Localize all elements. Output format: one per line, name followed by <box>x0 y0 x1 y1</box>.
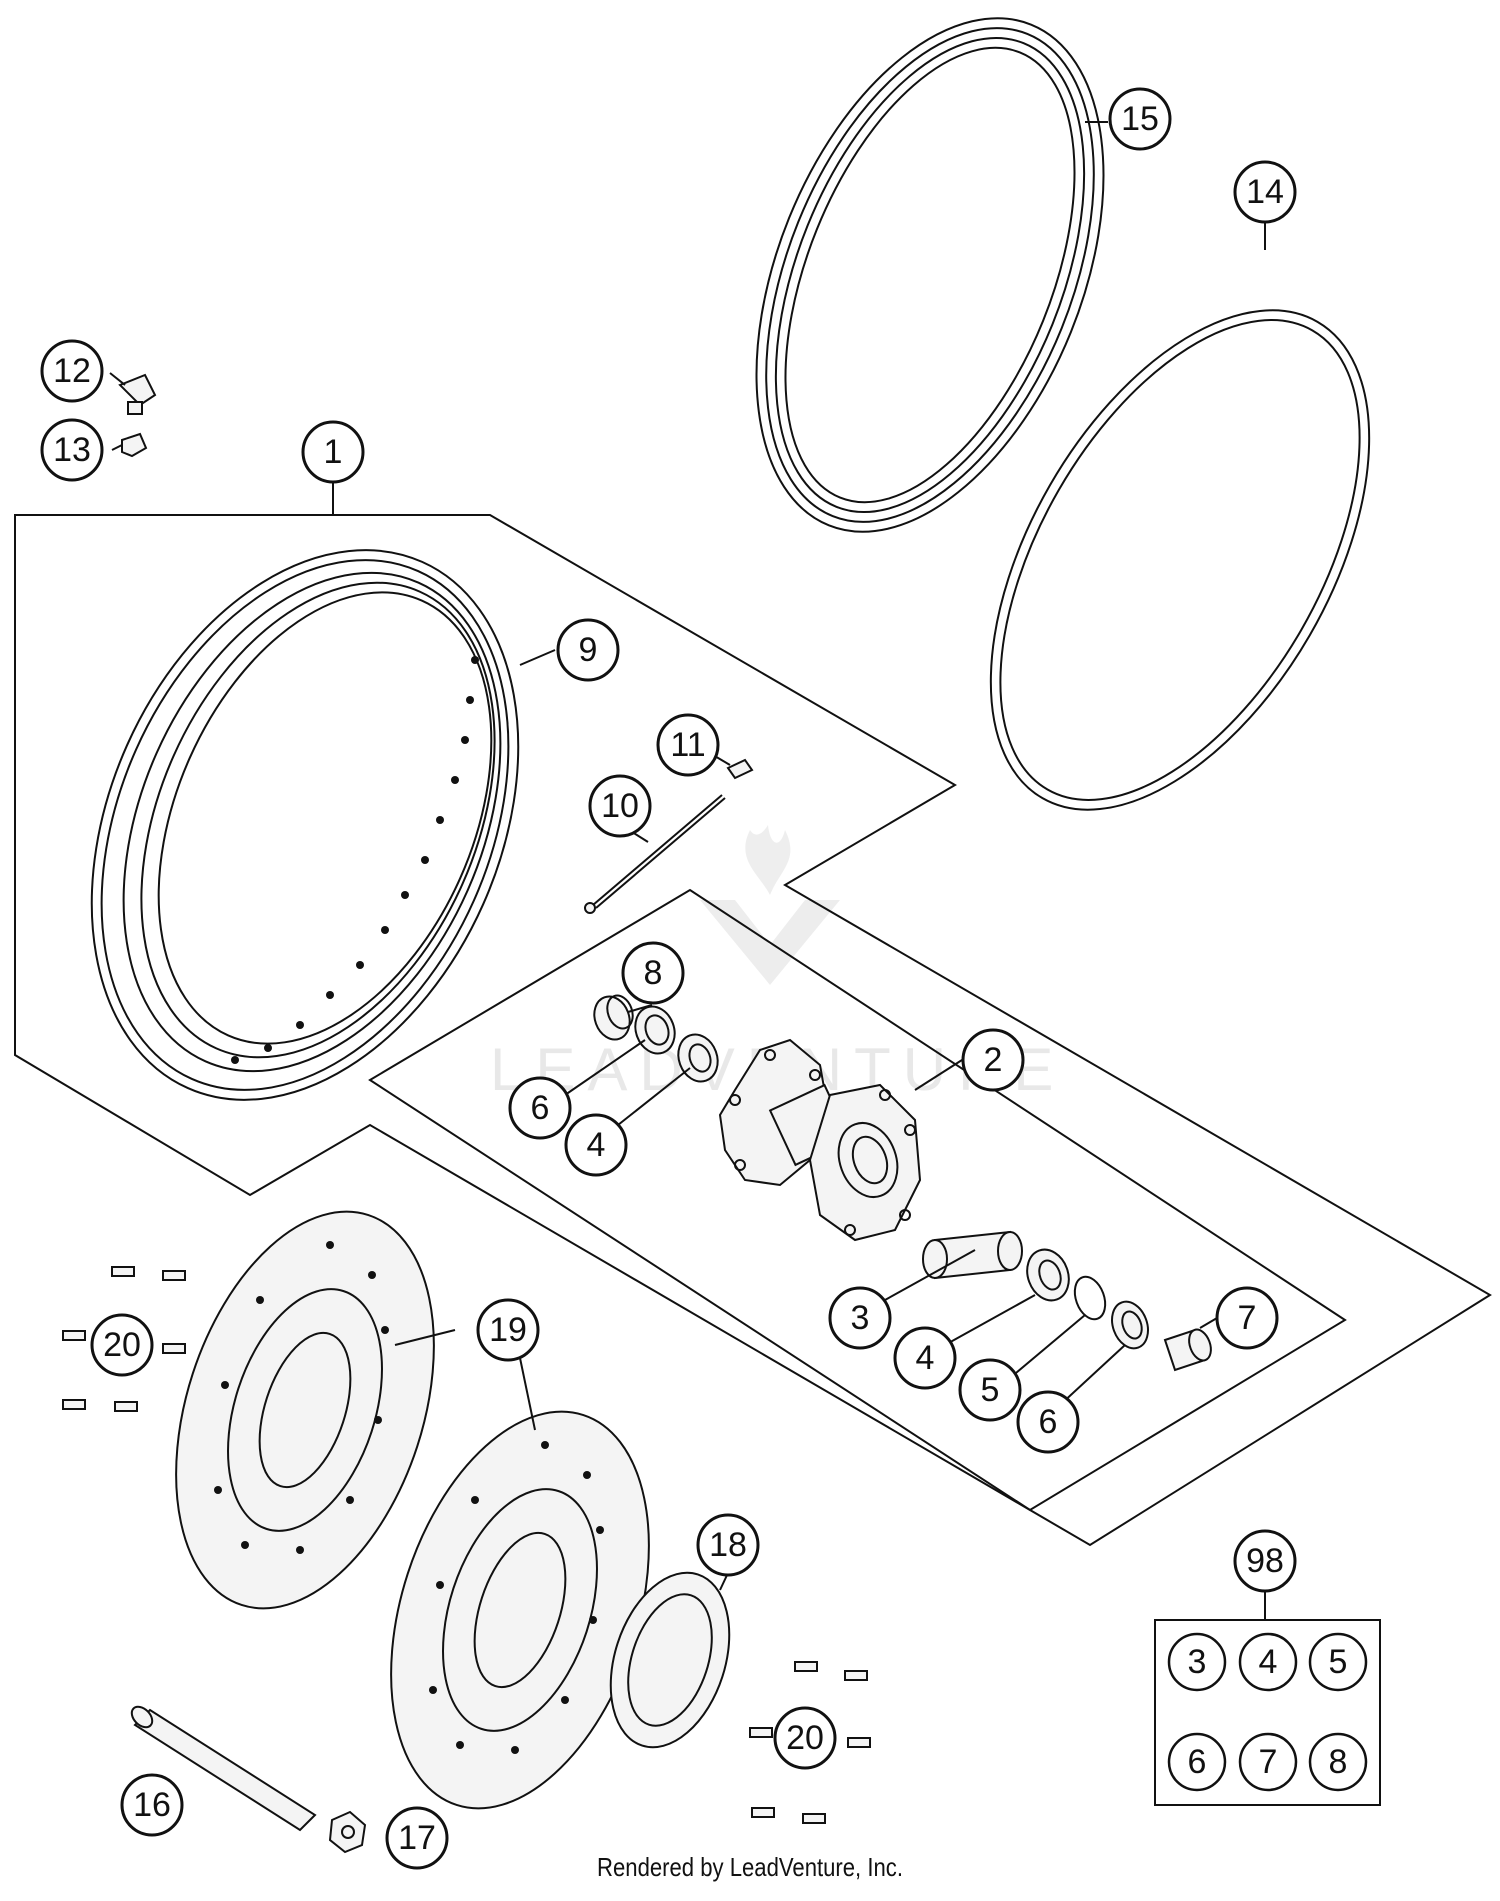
circlip <box>1073 1275 1107 1321</box>
footer-credit: Rendered by LeadVenture, Inc. <box>597 1852 903 1882</box>
svg-text:16: 16 <box>133 1786 171 1824</box>
callout-19: 19 <box>476 1298 540 1362</box>
callout-4-left: 4 <box>564 1113 628 1177</box>
svg-text:11: 11 <box>670 726 705 764</box>
callout-13: 13 <box>40 418 104 482</box>
callout-2: 2 <box>961 1028 1025 1092</box>
tyre <box>755 17 1105 533</box>
valve <box>118 373 157 415</box>
callout-6-left: 6 <box>508 1076 572 1140</box>
callout-4-right: 4 <box>893 1326 957 1390</box>
svg-text:4: 4 <box>1259 1643 1278 1681</box>
svg-text:20: 20 <box>786 1719 824 1757</box>
shaft-seal-right <box>1111 1300 1149 1350</box>
callout-17: 17 <box>385 1806 449 1870</box>
wheel-assembly-frame <box>14 514 1492 1547</box>
svg-text:18: 18 <box>709 1526 747 1564</box>
kit-item-6: 6 <box>1167 1732 1227 1792</box>
svg-text:13: 13 <box>53 431 91 469</box>
abs-sensor-ring <box>609 1571 731 1749</box>
callout-16: 16 <box>120 1773 184 1837</box>
svg-text:3: 3 <box>1188 1643 1207 1681</box>
callout-6-right: 6 <box>1016 1390 1080 1454</box>
callout-20-left: 20 <box>90 1313 154 1377</box>
hub-assembly-frame <box>368 888 1347 1512</box>
kit-frame <box>1154 1619 1381 1806</box>
svg-text:3: 3 <box>851 1299 870 1337</box>
callout-98: 98 <box>1233 1529 1297 1593</box>
svg-text:5: 5 <box>1329 1643 1348 1681</box>
svg-text:4: 4 <box>916 1339 935 1377</box>
svg-text:4: 4 <box>587 1126 606 1164</box>
rim <box>90 549 520 1101</box>
callout-5: 5 <box>958 1358 1022 1422</box>
svg-text:7: 7 <box>1238 1299 1257 1337</box>
svg-text:20: 20 <box>103 1326 141 1364</box>
svg-text:9: 9 <box>579 631 598 669</box>
disc-screws-left <box>62 1266 186 1412</box>
svg-text:2: 2 <box>984 1041 1003 1079</box>
svg-text:12: 12 <box>53 352 91 390</box>
axle-nut <box>328 1810 367 1854</box>
callout-12: 12 <box>40 339 104 403</box>
callout-10: 10 <box>588 774 652 838</box>
svg-text:1: 1 <box>324 433 343 471</box>
wheel-spindle <box>130 1705 317 1832</box>
callout-15: 15 <box>1108 87 1172 151</box>
callout-14: 14 <box>1233 160 1297 224</box>
kit-item-5: 5 <box>1308 1632 1368 1692</box>
distance-sleeve <box>922 1230 1023 1280</box>
svg-text:15: 15 <box>1121 100 1159 138</box>
callout-7: 7 <box>1215 1286 1279 1350</box>
brake-disc-right <box>390 1410 650 1810</box>
valve-nut <box>121 432 148 458</box>
callout-18: 18 <box>696 1513 760 1577</box>
hub <box>718 1038 922 1242</box>
svg-text:14: 14 <box>1246 173 1284 211</box>
kit-item-8: 8 <box>1308 1732 1368 1792</box>
callout-1: 1 <box>301 420 365 484</box>
svg-text:7: 7 <box>1259 1743 1278 1781</box>
callout-8: 8 <box>621 941 685 1005</box>
rim-tape <box>989 309 1371 811</box>
callout-11: 11 <box>656 713 720 777</box>
kit-item-4: 4 <box>1238 1632 1298 1692</box>
spoke <box>584 794 726 914</box>
spoke-nipple <box>726 758 754 780</box>
svg-text:10: 10 <box>601 787 639 825</box>
kit-item-7: 7 <box>1238 1732 1298 1792</box>
shaft-seal-left <box>634 1005 676 1055</box>
bearing-right <box>1026 1248 1070 1302</box>
svg-text:98: 98 <box>1246 1542 1284 1580</box>
spacer-left <box>593 994 634 1041</box>
callout-20-right: 20 <box>773 1706 837 1770</box>
svg-text:17: 17 <box>398 1819 436 1857</box>
callout-9: 9 <box>556 618 620 682</box>
callout-3: 3 <box>828 1286 892 1350</box>
svg-text:5: 5 <box>981 1371 1000 1409</box>
svg-text:6: 6 <box>1039 1403 1058 1441</box>
rim-spoke-holes <box>231 656 479 1064</box>
disc-screws-right <box>749 1661 871 1824</box>
spacer-right <box>1163 1328 1212 1372</box>
svg-text:6: 6 <box>531 1089 550 1127</box>
svg-text:6: 6 <box>1188 1743 1207 1781</box>
svg-text:19: 19 <box>489 1311 527 1349</box>
kit-98-contents: 3 4 5 6 7 8 <box>1167 1632 1368 1792</box>
svg-text:8: 8 <box>1329 1743 1348 1781</box>
kit-item-3: 3 <box>1167 1632 1227 1692</box>
svg-text:8: 8 <box>644 954 663 992</box>
leader-lines <box>109 121 1266 1620</box>
brake-disc-left <box>175 1210 435 1610</box>
